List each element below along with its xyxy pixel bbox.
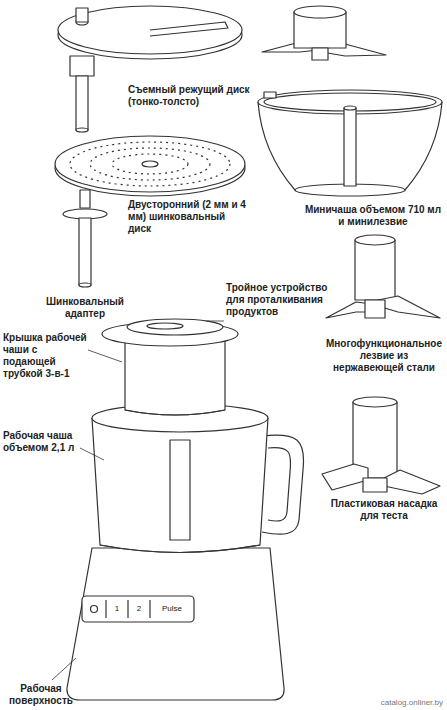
leader-line	[80, 448, 104, 460]
shredding-adapter	[63, 190, 107, 287]
work-bowl	[92, 404, 304, 553]
leader-line	[206, 321, 224, 322]
part-label: Многофункциональное лезвие из нержавеюще…	[324, 338, 444, 374]
part-label: Рабочая поверхность	[4, 683, 78, 707]
part-label: Пластиковая насадка для теста	[324, 498, 444, 522]
dough-blade	[322, 397, 440, 494]
shredding-disc	[55, 136, 245, 196]
part-label: Шинковальный адаптер	[36, 296, 134, 320]
pulse-label: Pulse	[153, 604, 191, 614]
motor-base	[67, 548, 284, 700]
leader-line	[88, 350, 122, 362]
part-label: Миничаша объемом 710 мл и минилезвие	[302, 204, 444, 228]
part-label: Тройное устройство для проталкивания про…	[226, 282, 338, 318]
part-label: Крышка рабочей чаши с подающей трубкой 3…	[3, 332, 91, 380]
bowl-lid	[102, 322, 238, 415]
mini-blade	[262, 6, 386, 60]
part-label: Рабочая чаша объемом 2,1 л	[3, 430, 83, 454]
mini-bowl	[258, 90, 442, 196]
leader-line	[52, 658, 76, 680]
watermark: catalog.onliner.by	[330, 698, 443, 708]
food-pusher	[127, 319, 223, 335]
speed-label: 2	[132, 604, 146, 614]
part-label: Съемный режущий диск (тонко-толсто)	[128, 84, 258, 108]
leader-lines	[52, 321, 224, 680]
slicing-disc	[58, 6, 242, 132]
multipurpose-blade	[326, 235, 440, 318]
speed-label: 1	[110, 604, 124, 614]
part-label: Двусторонний (2 мм и 4 мм) шинковальный …	[128, 199, 246, 235]
